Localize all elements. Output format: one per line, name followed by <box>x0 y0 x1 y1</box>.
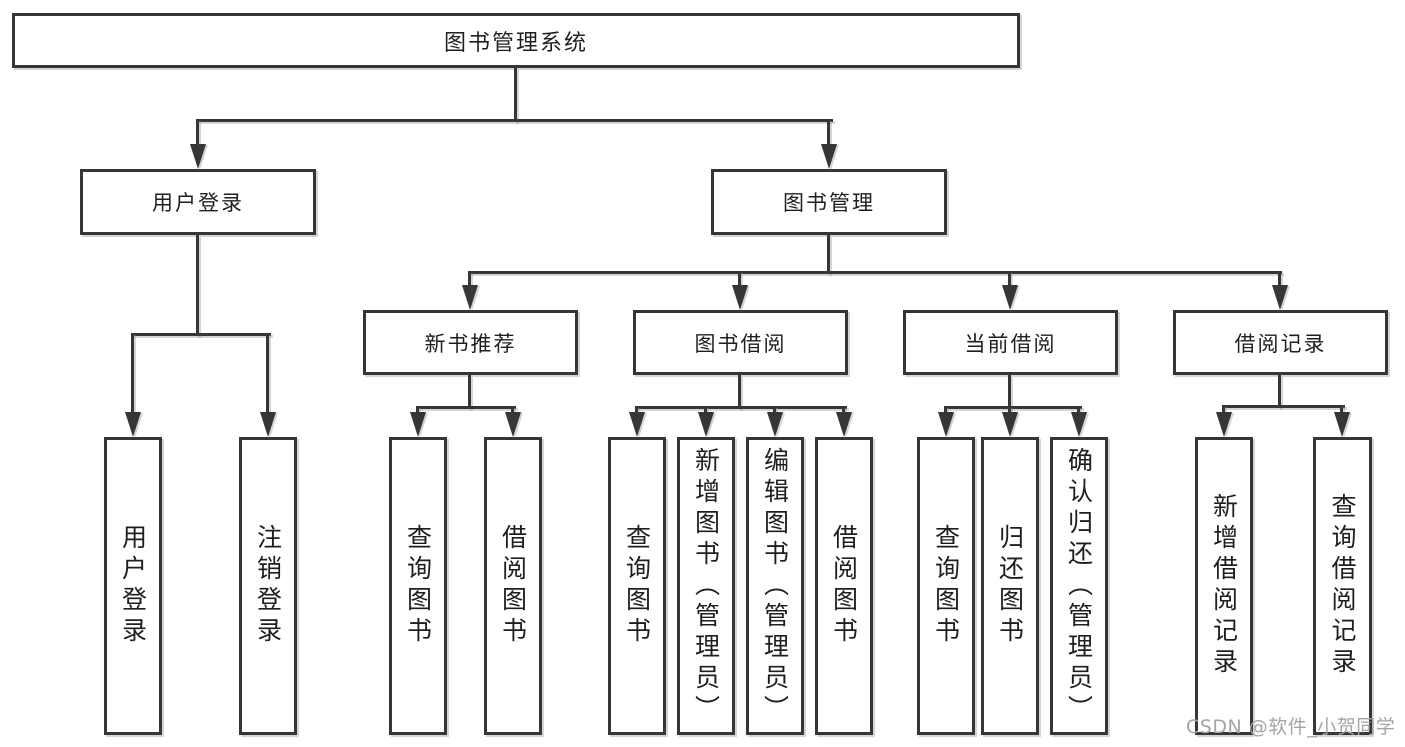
connector-line <box>416 406 516 409</box>
connector-line <box>196 119 199 146</box>
arrow-down-icon <box>505 412 521 437</box>
connector-line <box>738 271 741 287</box>
connector-line <box>827 235 830 274</box>
connector-line <box>1278 271 1281 287</box>
arrow-down-icon <box>1002 412 1018 437</box>
connector-line <box>468 271 1282 274</box>
connector-line <box>635 406 847 409</box>
connector-line <box>1222 405 1225 414</box>
leaf-label: 借阅图书 <box>829 524 859 648</box>
arrow-down-icon <box>1071 412 1087 437</box>
leaf-query-books-borrowing: 查询图书 <box>608 437 666 735</box>
leaf-label: 查询图书 <box>403 524 433 648</box>
leaf-label: 确认归还（管理员） <box>1064 446 1094 726</box>
connector-line <box>197 119 833 122</box>
watermark: CSDN @软件_小贺同学 <box>1186 716 1396 738</box>
connector-line <box>773 406 776 414</box>
node-label: 借阅记录 <box>1234 331 1327 356</box>
node-label: 用户登录 <box>152 191 244 215</box>
connector-line <box>468 375 471 409</box>
leaf-label: 新增图书（管理员） <box>691 446 721 726</box>
leaf-label: 归还图书 <box>995 524 1025 648</box>
connector-line <box>1222 405 1345 408</box>
connector-line <box>511 406 514 414</box>
connector-line <box>1340 405 1343 414</box>
arrow-down-icon <box>462 285 478 310</box>
connector-line <box>1008 271 1011 287</box>
arrow-down-icon <box>938 412 954 437</box>
leaf-label: 查询借阅记录 <box>1328 493 1357 679</box>
connector-line <box>704 406 707 414</box>
arrow-down-icon <box>1002 285 1018 310</box>
arrow-down-icon <box>836 412 852 437</box>
connector-line <box>1077 406 1080 414</box>
arrow-down-icon <box>732 285 748 310</box>
leaf-label: 查询图书 <box>931 524 961 648</box>
connector-line <box>196 235 199 336</box>
leaf-query-books-current: 查询图书 <box>917 437 975 735</box>
node-current-borrowing: 当前借阅 <box>903 310 1118 375</box>
connector-line <box>827 119 830 146</box>
leaf-query-books-recommend: 查询图书 <box>389 437 447 735</box>
connector-line <box>416 406 419 414</box>
leaf-borrow-books-recommend: 借阅图书 <box>484 437 542 735</box>
node-borrowing-records: 借阅记录 <box>1173 310 1388 375</box>
node-label: 图书借阅 <box>694 331 787 356</box>
leaf-edit-books-admin: 编辑图书（管理员） <box>746 437 804 735</box>
leaf-label: 新增借阅记录 <box>1209 493 1239 679</box>
arrow-down-icon <box>260 412 276 437</box>
leaf-label: 借阅图书 <box>498 524 528 648</box>
arrow-down-icon <box>190 144 206 169</box>
arrow-down-icon <box>629 412 645 437</box>
connector-line <box>635 406 638 414</box>
leaf-label: 编辑图书（管理员） <box>760 446 790 726</box>
arrow-down-icon <box>821 144 837 169</box>
leaf-label: 用户登录 <box>118 524 148 648</box>
connector-line <box>944 406 1082 409</box>
arrow-down-icon <box>125 412 141 437</box>
leaf-query-borrow-record: 查询借阅记录 <box>1313 437 1372 735</box>
connector-line <box>131 333 134 413</box>
leaf-confirm-return-admin: 确认归还（管理员） <box>1050 437 1108 735</box>
connector-line <box>842 406 845 414</box>
node-new-book-recommend: 新书推荐 <box>363 310 578 375</box>
node-label: 新书推荐 <box>424 331 517 356</box>
connector-line <box>131 333 271 336</box>
leaf-borrow-books-borrowing: 借阅图书 <box>815 437 873 735</box>
leaf-add-borrow-record: 新增借阅记录 <box>1195 437 1253 735</box>
node-label: 当前借阅 <box>964 331 1057 356</box>
connector-line <box>1278 375 1281 408</box>
node-user-login: 用户登录 <box>80 169 316 235</box>
leaf-user-login: 用户登录 <box>104 437 162 735</box>
arrow-down-icon <box>1272 285 1288 310</box>
connector-line <box>1008 375 1011 409</box>
leaf-label: 注销登录 <box>253 524 283 648</box>
leaf-add-books-admin: 新增图书（管理员） <box>677 437 735 735</box>
connector-line <box>514 68 517 122</box>
node-library-system: 图书管理系统 <box>12 13 1020 68</box>
connector-line <box>266 333 269 413</box>
leaf-return-books: 归还图书 <box>981 437 1039 735</box>
arrow-down-icon <box>410 412 426 437</box>
node-book-management: 图书管理 <box>711 169 947 235</box>
node-book-borrowing: 图书借阅 <box>633 310 848 375</box>
connector-line <box>944 406 947 414</box>
node-label: 图书管理系统 <box>443 30 588 56</box>
node-label: 图书管理 <box>783 191 875 215</box>
leaf-logout: 注销登录 <box>239 437 297 735</box>
connector-line <box>738 375 741 409</box>
arrow-down-icon <box>698 412 714 437</box>
connector-line <box>468 271 471 287</box>
arrow-down-icon <box>1334 412 1350 437</box>
arrow-down-icon <box>1216 412 1232 437</box>
leaf-label: 查询图书 <box>622 524 652 648</box>
connector-line <box>1008 406 1011 414</box>
arrow-down-icon <box>767 412 783 437</box>
